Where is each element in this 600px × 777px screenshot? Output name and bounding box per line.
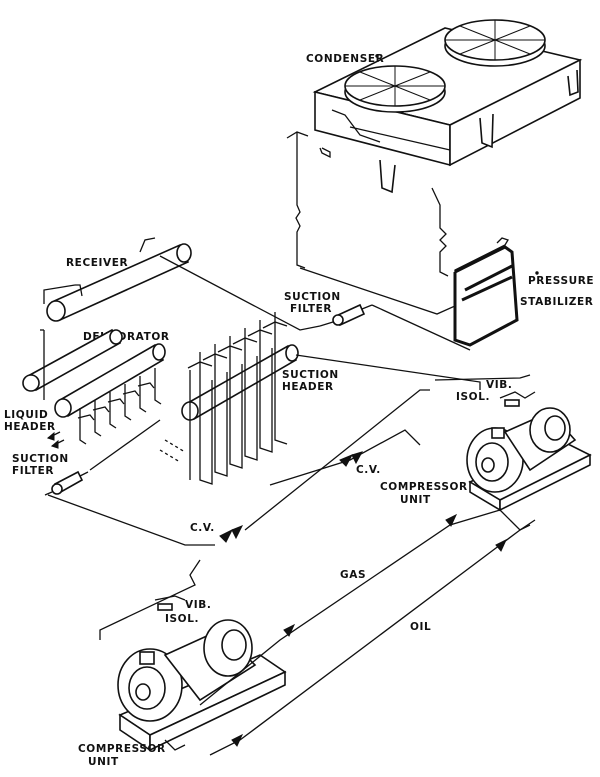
suction-filter-left — [44, 470, 89, 496]
receiver-tank — [43, 237, 192, 322]
suction-filter-center-label-1: SUCTION — [284, 291, 341, 303]
liquid-header-label-1: LIQUID — [4, 409, 48, 421]
condenser-label-dot — [375, 54, 379, 58]
vib-isol-left — [154, 595, 186, 611]
vib-isol-right-label-2: ISOL. — [456, 391, 490, 403]
compressor-unit-right-label-1: COMPRESSOR — [380, 481, 468, 493]
condenser-piping — [286, 131, 519, 347]
suction-header-label-1: SUCTION — [282, 369, 339, 381]
cv-left-label: C.V. — [190, 522, 215, 534]
suction-filter-left-label-2: FILTER — [12, 465, 54, 477]
vib-isol-right — [499, 391, 536, 407]
check-valve-left — [219, 525, 244, 543]
compressor-unit-right-label-2: UNIT — [400, 494, 431, 506]
vib-isol-left-label-1: VIB. — [185, 599, 211, 611]
liquid-header-label-2: HEADER — [4, 421, 56, 433]
oil-label: OIL — [410, 621, 431, 633]
check-valve-right — [339, 451, 364, 467]
condenser-fan-right — [444, 19, 546, 67]
condenser — [312, 19, 583, 194]
gas-line — [199, 509, 501, 706]
pressure-stabilizer-label-1: PRESSURE — [528, 275, 594, 287]
oil-line — [209, 519, 536, 756]
compressor-unit-left-label-2: UNIT — [88, 756, 119, 768]
pressure-stabilizer-label-2: STABILIZER — [520, 296, 593, 308]
liquid-header-arrows — [46, 431, 65, 449]
suction-filter-left-label-1: SUCTION — [12, 453, 69, 465]
suction-filter-center-label-2: FILTER — [290, 303, 332, 315]
condenser-label: CONDENSER — [306, 53, 384, 65]
suction-piping — [47, 255, 531, 640]
dehydrator-tank — [22, 328, 123, 392]
pressure-stabilizer-dot — [535, 271, 539, 275]
receiver-label: RECEIVER — [66, 257, 128, 269]
cv-right-label: C.V. — [356, 464, 381, 476]
condenser-fan-left — [344, 65, 446, 113]
compressor-unit-left — [117, 619, 287, 752]
suction-header-label-2: HEADER — [282, 381, 334, 393]
compressor-unit-right — [466, 407, 592, 531]
suction-filter-center — [319, 303, 373, 327]
suction-header — [159, 312, 299, 485]
liquid-header — [40, 329, 166, 445]
vib-isol-right-label-1: VIB. — [486, 379, 512, 391]
vib-isol-left-label-2: ISOL. — [165, 613, 199, 625]
gas-label: GAS — [340, 569, 366, 581]
compressor-unit-left-label-1: COMPRESSOR — [78, 743, 166, 755]
